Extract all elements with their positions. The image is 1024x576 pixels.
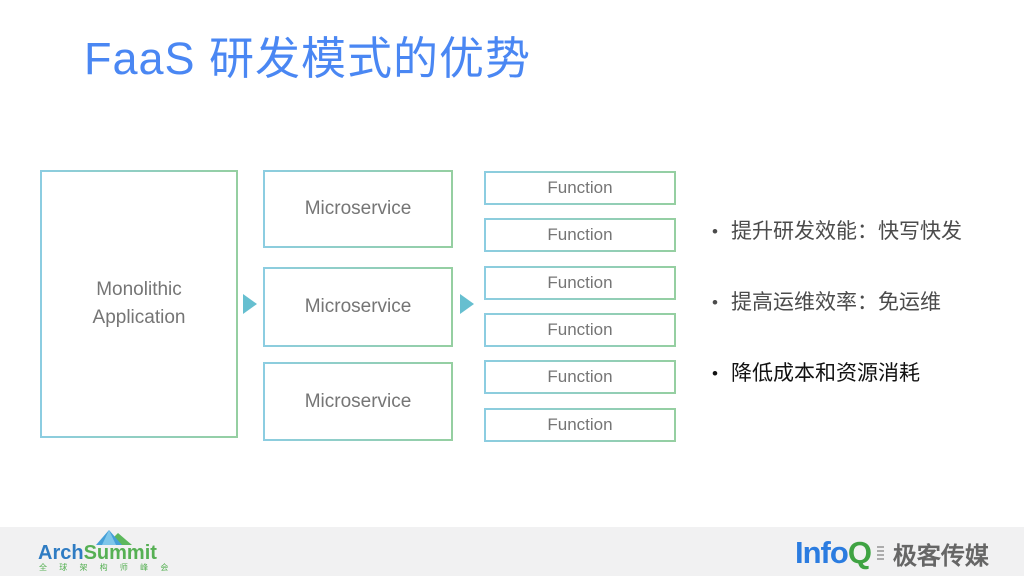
function-label: Function xyxy=(547,320,613,339)
bullet-item: • 降低成本和资源消耗 xyxy=(712,361,962,386)
arrow-right-icon xyxy=(460,294,474,314)
microservice-box: Microservice xyxy=(263,362,453,441)
microservice-label: Microservice xyxy=(304,390,412,412)
footer-bar: ArchSummit 全 球 架 构 师 峰 会 InfoQ 极客传媒 xyxy=(0,527,1024,576)
function-box: Function xyxy=(484,171,676,205)
infoq-wordmark: InfoQ xyxy=(795,534,872,570)
microservice-label: Microservice xyxy=(304,296,412,317)
function-box: Function xyxy=(484,408,676,442)
bullet-text: 降低成本和资源消耗 xyxy=(730,362,920,385)
bullet-marker: • xyxy=(712,364,718,383)
bullet-text: 提升研发效能：快写快发 xyxy=(730,220,962,243)
monolithic-application-label: Monolithic Application xyxy=(92,279,186,328)
function-box: Function xyxy=(484,313,676,347)
function-box: Function xyxy=(484,218,676,252)
mountain-icon xyxy=(96,530,132,545)
function-label: Function xyxy=(547,415,613,434)
function-box: Function xyxy=(484,266,676,300)
infoq-media-label: 极客传媒 xyxy=(892,543,989,570)
bullet-item: • 提高运维效率：免运维 xyxy=(712,290,962,315)
function-box: Function xyxy=(484,360,676,394)
monolithic-application-box: Monolithic Application xyxy=(40,170,238,438)
slide-title: FaaS 研发模式的优势 xyxy=(84,33,532,84)
function-label: Function xyxy=(547,178,613,197)
bullet-marker: • xyxy=(712,293,718,312)
microservice-box: Microservice xyxy=(263,170,453,248)
bullet-item: • 提升研发效能：快写快发 xyxy=(712,219,962,244)
archsummit-subtitle: 全 球 架 构 师 峰 会 xyxy=(39,563,174,572)
arrow-right-icon xyxy=(243,294,257,314)
bullet-text: 提高运维效率：免运维 xyxy=(730,291,941,314)
microservice-label: Microservice xyxy=(304,198,412,219)
function-label: Function xyxy=(547,367,613,386)
bullet-marker: • xyxy=(712,222,718,241)
function-label: Function xyxy=(547,273,613,292)
infoq-vertical-mark-icon xyxy=(877,545,885,562)
advantage-bullet-list: • 提升研发效能：快写快发 • 提高运维效率：免运维 • 降低成本和资源消耗 xyxy=(712,219,962,432)
archsummit-wordmark: ArchSummit xyxy=(38,542,157,564)
infoq-logo: InfoQ 极客传媒 xyxy=(795,534,989,571)
function-label: Function xyxy=(547,225,613,244)
microservice-box: Microservice xyxy=(263,267,453,347)
